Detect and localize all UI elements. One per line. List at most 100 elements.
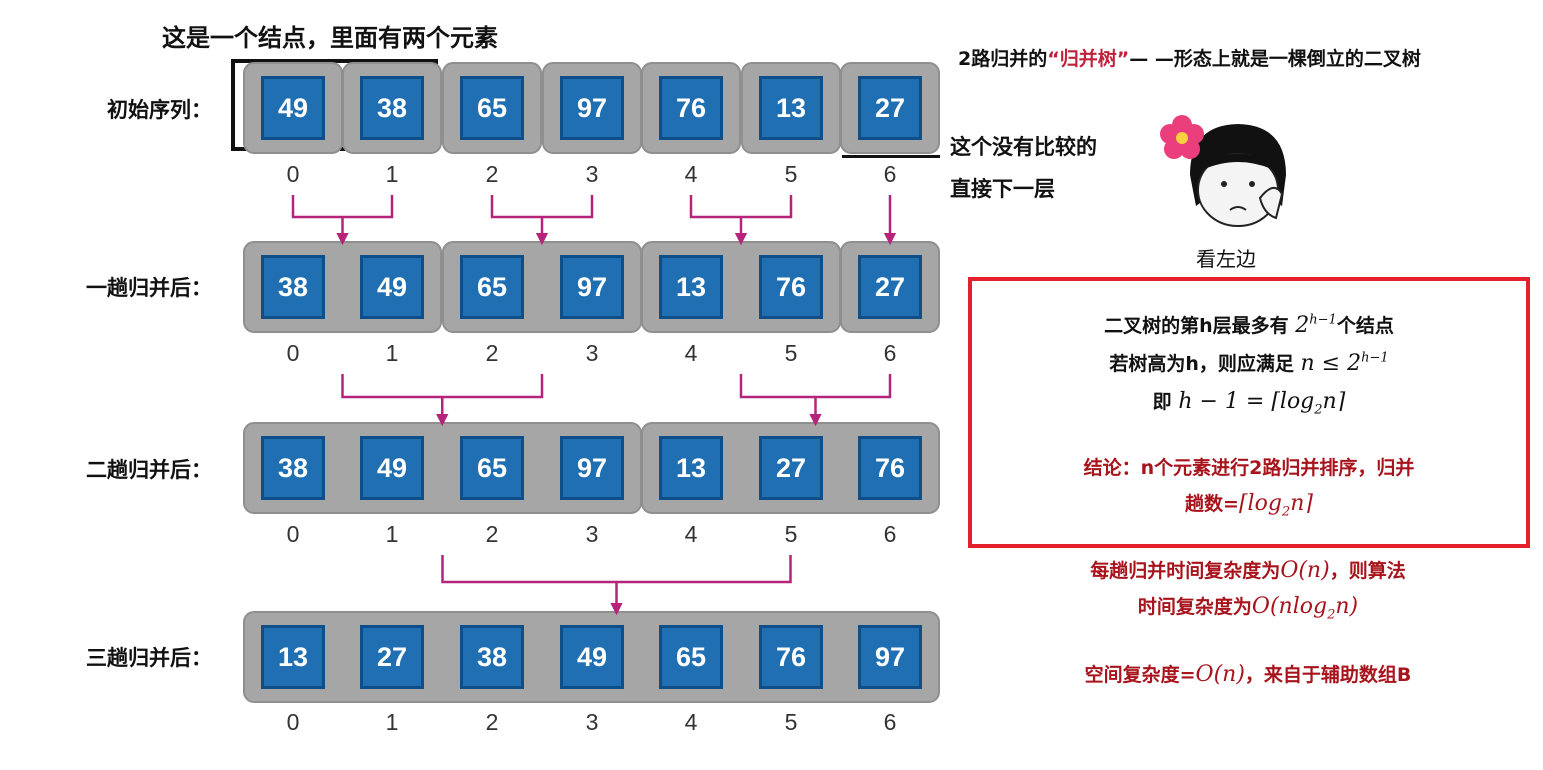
index-label: 1 [385,709,399,735]
info-line-1-suffix: 个结点 [1336,315,1394,337]
array-cell: 27 [858,255,922,319]
index-label: 1 [385,161,399,187]
index-label: 0 [286,340,300,366]
array-cell: 65 [460,436,524,500]
merge-arrow [341,374,544,420]
index-label: 5 [784,340,798,366]
index-label: 4 [684,709,698,735]
merge-tree-title: 2路归并的“归并树”— —形态上就是一棵倒立的二叉树 [958,44,1421,71]
merge-arrow [689,195,793,239]
array-cell: 38 [261,436,325,500]
node-annotation: 这是一个结点，里面有两个元素 [162,24,498,52]
time-line-2-math: O(nlog2n) [1251,594,1359,623]
array-cell: 13 [261,625,325,689]
array-cell: 13 [759,76,823,140]
merge-arrow [291,195,394,239]
array-cell: 27 [360,625,424,689]
index-label: 1 [385,521,399,547]
array-cell: 97 [560,76,624,140]
index-label: 0 [286,521,300,547]
array-cell: 49 [360,255,424,319]
row-label: 二趟归并后： [86,458,212,482]
meme-face-icon [1160,115,1286,227]
space-line-text: 空间复杂度= [1084,664,1196,686]
info-line-1: 二叉树的第h层最多有 2h−1个结点 [972,311,1526,338]
index-label: 5 [784,709,798,735]
info-line-2-text: 若树高为h，则应满足 [1109,353,1294,375]
tree-info-box: 二叉树的第h层最多有 2h−1个结点 若树高为h，则应满足 n ≤ 2h−1 即… [968,277,1530,548]
array-cell: 38 [261,255,325,319]
array-cell: 49 [261,76,325,140]
merge-arrow [739,374,892,420]
info-line-1-text: 二叉树的第h层最多有 [1104,315,1289,337]
array-cell: 27 [759,436,823,500]
array-cell: 49 [360,436,424,500]
title-suffix: — —形态上就是一棵倒立的二叉树 [1129,48,1421,70]
index-label: 3 [585,161,599,187]
info-line-2: 若树高为h，则应满足 n ≤ 2h−1 [972,349,1526,376]
index-label: 4 [684,161,698,187]
index-label: 0 [286,161,300,187]
time-line-1-suffix: ，则算法 [1329,560,1406,582]
index-label: 6 [883,161,897,187]
title-prefix: 2路归并的 [958,48,1048,70]
index-label: 5 [784,161,798,187]
conclusion-line-2-text: 趟数= [1185,493,1239,515]
title-highlight: “归并树” [1047,48,1130,70]
index-label: 3 [585,709,599,735]
index-label: 2 [485,340,499,366]
row-label: 三趟归并后： [86,646,212,670]
array-cell: 65 [460,76,524,140]
row-label: 一趟归并后： [86,276,212,300]
array-cell: 13 [659,436,723,500]
array-cell: 97 [560,255,624,319]
array-cell: 97 [560,436,624,500]
array-cell: 27 [858,76,922,140]
info-line-3: 即 h − 1 = ⌈log2n⌉ [972,387,1526,417]
conclusion-line-2-math: ⌈log2n⌉ [1238,491,1313,520]
time-line-1-math: O(n) [1280,558,1330,583]
conclusion-line-2: 趟数=⌈log2n⌉ [972,489,1526,519]
index-label: 5 [784,521,798,547]
array-cell: 97 [858,625,922,689]
conclusion-line-1: 结论：n个元素进行2路归并排序，归并 [1083,457,1415,479]
array-cell: 76 [759,625,823,689]
array-cell: 76 [759,255,823,319]
array-cell: 49 [560,625,624,689]
info-line-3-math: h − 1 = ⌈log2n⌉ [1178,389,1346,418]
space-line-suffix: ，来自于辅助数组B [1244,664,1412,686]
index-label: 6 [883,709,897,735]
note-underline [842,155,940,158]
index-label: 6 [883,521,897,547]
time-complexity-line-1: 每趟归并时间复杂度为O(n)，则算法 [970,556,1526,583]
row-label: 初始序列： [107,98,212,122]
index-label: 1 [385,340,399,366]
index-label: 3 [585,521,599,547]
array-cell: 38 [360,76,424,140]
index-label: 0 [286,709,300,735]
time-line-1-text: 每趟归并时间复杂度为 [1090,560,1281,582]
array-cell: 13 [659,255,723,319]
no-compare-line2: 直接下一层 [950,177,1055,201]
array-cell: 65 [659,625,723,689]
array-cell: 76 [858,436,922,500]
info-line-1-math: 2h−1 [1295,312,1337,338]
index-label: 4 [684,340,698,366]
index-label: 2 [485,161,499,187]
merge-arrow [441,555,792,609]
index-label: 2 [485,521,499,547]
index-label: 4 [684,521,698,547]
meme-caption: 看左边 [1196,247,1256,271]
info-line-3-text: 即 [1152,391,1172,413]
index-label: 3 [585,340,599,366]
no-compare-line1: 这个没有比较的 [950,135,1097,159]
array-cell: 65 [460,255,524,319]
index-label: 6 [883,340,897,366]
index-label: 2 [485,709,499,735]
merge-arrow [490,195,594,239]
time-complexity-line-2: 时间复杂度为O(nlog2n) [970,592,1526,622]
array-cell: 76 [659,76,723,140]
space-complexity-line: 空间复杂度=O(n)，来自于辅助数组B [970,660,1526,687]
no-compare-note: 这个没有比较的 直接下一层 [950,126,1097,210]
time-line-2-text: 时间复杂度为 [1137,596,1252,618]
